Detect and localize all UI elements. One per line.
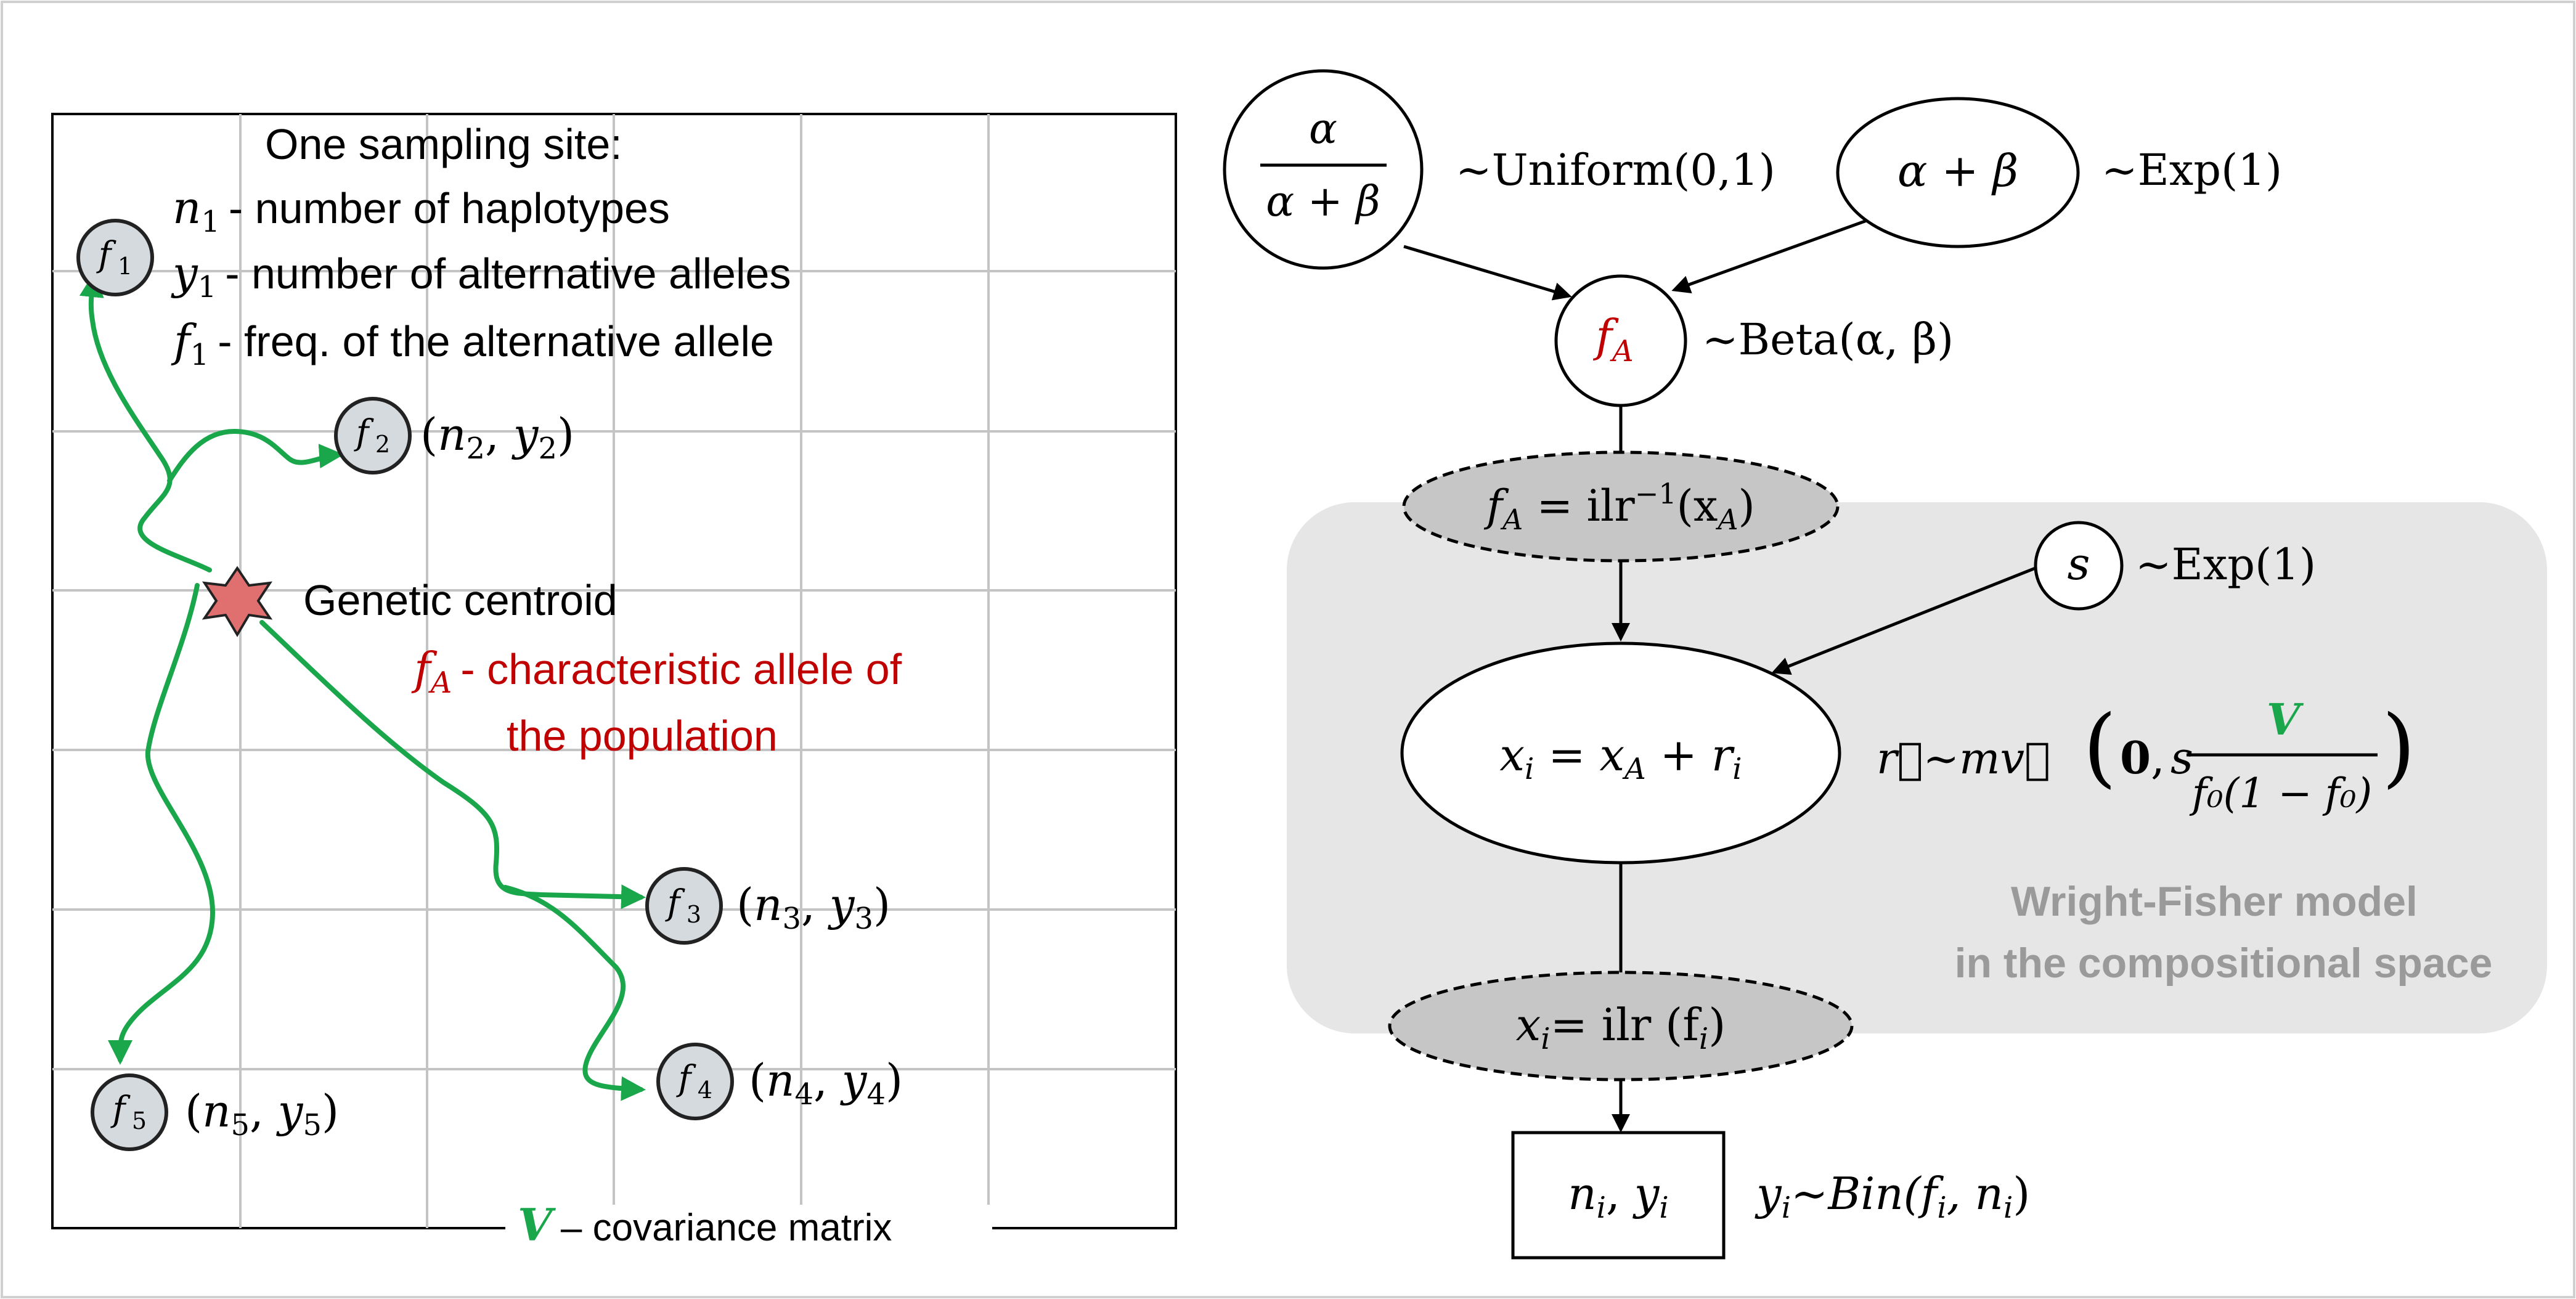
svg-text:0: 0 [2120, 731, 2151, 784]
path-to-f1 [79, 272, 212, 572]
panel-title-line2: in the compositional space [1955, 940, 2493, 987]
svg-text:2: 2 [375, 431, 390, 458]
wright-fisher-panel [1287, 502, 2547, 1033]
node-fa-ilr-inverse: fA = ilr−1(xA) [1402, 450, 1840, 563]
mvn-expression: r⃗~mv𝒩 ( 0 , s V f₀(1 − f₀) ) [1877, 694, 2416, 817]
svg-text:,: , [2151, 732, 2165, 784]
svg-text:(: ( [2083, 697, 2117, 797]
svg-text:ni, yi: ni, yi [1568, 1168, 1669, 1225]
svg-text:fA = ilr−1(xA): fA = ilr−1(xA) [1483, 477, 1755, 536]
site-info-title: One sampling site: [265, 120, 622, 168]
svg-text:5: 5 [132, 1107, 147, 1134]
node-alpha-ratio: α α + β [1223, 69, 1424, 270]
exp-prior-sum: ~Exp(1) [2101, 145, 2282, 195]
svg-text:f₀(1 − f₀): f₀(1 − f₀) [2189, 770, 2373, 817]
site-node-f5: f 5 [91, 1073, 168, 1151]
site-node-f2: f 2 [334, 397, 412, 474]
svg-text:s: s [2170, 732, 2193, 784]
svg-text:α: α [1309, 105, 1337, 153]
pair-site-4: (n4, y4) [749, 1054, 903, 1112]
site-info-n: n1- number of haplotypes [173, 182, 670, 239]
node-xi: xi = xA + ri [1400, 641, 1841, 865]
node-s: s [2034, 521, 2124, 611]
beta-prior: ~Beta(α, β) [1702, 314, 1954, 365]
site-node-f1: f 1 [76, 219, 154, 296]
node-xi-ilr: xi= ilr (fi) [1388, 971, 1854, 1081]
svg-text:α + β: α + β [1897, 145, 2018, 197]
panel-title-line1: Wright-Fisher model [2011, 878, 2418, 925]
svg-text:3: 3 [687, 901, 701, 928]
migration-paths [79, 272, 646, 1101]
path-to-f2 [167, 428, 344, 483]
svg-text:1: 1 [118, 253, 132, 280]
exp-prior-s: ~Exp(1) [2135, 539, 2316, 590]
path-to-f3 [259, 620, 646, 910]
svg-text:the population: the population [507, 712, 778, 760]
site-info-y: y1- number of alternative alleles [171, 247, 791, 304]
left-panel: f 1 f 2 f 3 f 4 f 5 (n2, y2) (n3, y3) (n… [51, 113, 1177, 1251]
svg-text:s: s [2068, 538, 2090, 590]
svg-text:4: 4 [698, 1077, 712, 1104]
fa-description: fA- characteristic allele of the populat… [411, 643, 902, 760]
map-grid [52, 114, 1176, 1228]
svg-text:V: V [2267, 694, 2304, 745]
right-panel: Wright-Fisher model in the compositional… [1223, 69, 2547, 1260]
svg-text:): ) [2382, 697, 2416, 797]
node-alpha-plus-beta: α + β [1836, 97, 2080, 248]
cov-label-bg [505, 1205, 992, 1248]
path-to-f5 [108, 583, 216, 1065]
svg-text:xi= ilr (fi): xi= ilr (fi) [1516, 999, 1726, 1056]
site-node-f4: f 4 [656, 1043, 734, 1120]
node-observation: ni, yi [1511, 1131, 1726, 1260]
svg-text:r⃗~mv𝒩: r⃗~mv𝒩 [1877, 733, 2050, 784]
graph-edges [1403, 211, 2047, 1133]
svg-text:xi = xA + ri: xi = xA + ri [1499, 729, 1742, 786]
uniform-prior: ~Uniform(0,1) [1456, 145, 1775, 195]
centroid-label: Genetic centroid [303, 576, 618, 624]
binomial-likelihood: yi~Bin(fi, ni) [1755, 1168, 2030, 1225]
genetic-centroid-star-icon [202, 566, 273, 637]
covariance-label: V– covariance matrix [518, 1199, 892, 1251]
svg-text:α + β: α + β [1266, 177, 1380, 226]
site-info-f: f1- freq. of the alternative allele [171, 315, 774, 372]
site-info-legend: One sampling site: n1- number of haploty… [171, 120, 791, 372]
site-node-f3: f 3 [645, 867, 723, 945]
svg-text:fA- characteristic allele of: fA- characteristic allele of [411, 643, 902, 700]
path-to-f4 [503, 885, 646, 1101]
site-pairs: (n2, y2) (n3, y3) (n4, y4) (n5, y5) [185, 409, 903, 1142]
node-fa: fA [1554, 274, 1687, 407]
